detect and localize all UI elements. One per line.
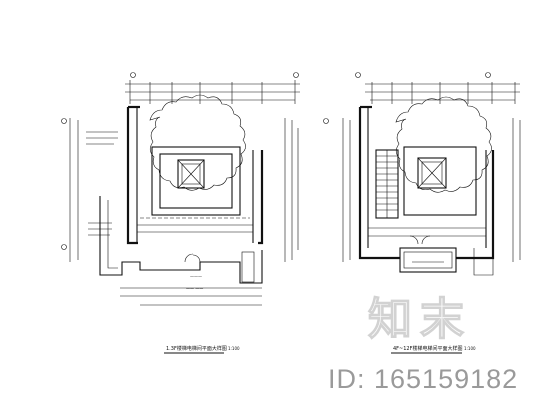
left-plan-scale: 1:100 — [228, 346, 240, 351]
left-floor-plan: ——— —— —— — [61, 72, 300, 306]
svg-text:———: ——— — [190, 274, 202, 279]
right-plan-scale: 1:100 — [464, 346, 476, 351]
left-plan-caption: 1.3F楼梯电梯间平面大样图 — [166, 345, 227, 352]
right-floor-plan — [323, 72, 521, 276]
right-plan-caption: 4F~12F楼梯电梯间平面大样图 — [393, 345, 463, 352]
watermark-logo: 知末 — [367, 293, 472, 345]
watermark-id: ID: 165159182 — [328, 364, 519, 394]
svg-text:—— ——: —— —— — [186, 286, 203, 291]
